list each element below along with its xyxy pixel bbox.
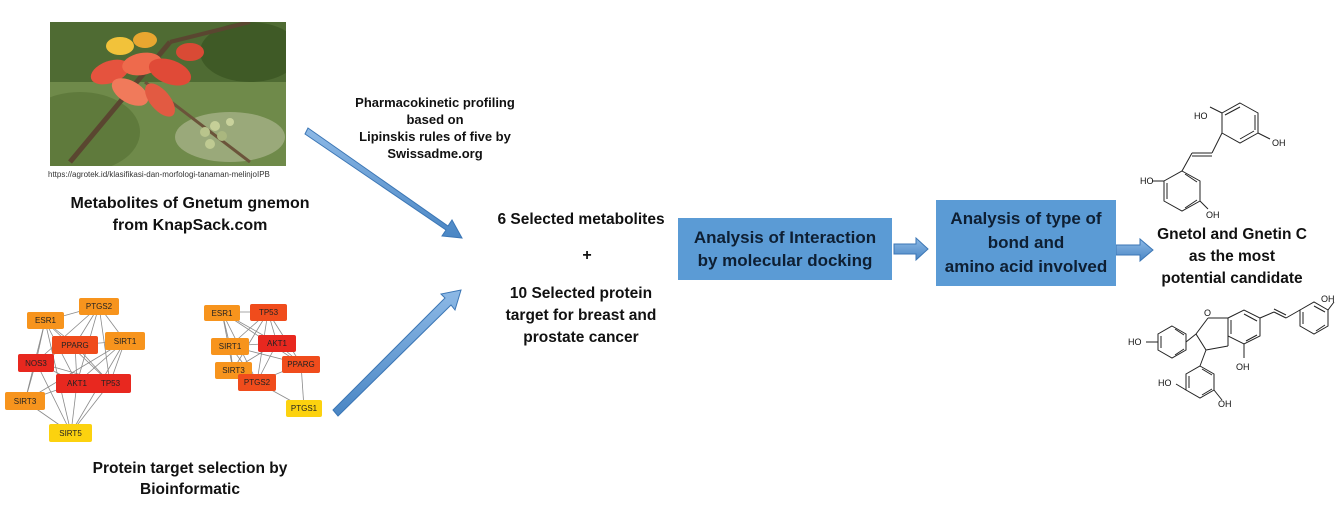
gnetin-c-structure: O OH HO OH HO OH [1128, 294, 1335, 408]
node-esr1: ESR1 [27, 312, 64, 329]
node-nos3: NOS3 [18, 354, 54, 372]
arrow-protein-to-selection [332, 289, 462, 417]
gnetol-label-oh-1: OH [1272, 138, 1286, 148]
node-ptgs2: PTGS2 [79, 298, 119, 315]
gnetol-label-ho-1: HO [1194, 111, 1208, 121]
result-candidates: Gnetol and Gnetin C as the most potentia… [1157, 226, 1307, 287]
gnetol-structure: HO OH HO OH [1140, 102, 1286, 220]
node-esr1-right: ESR1 [204, 305, 240, 321]
node-sirt5: SIRT5 [49, 424, 92, 442]
node-sirt1: SIRT1 [105, 332, 145, 350]
gnetin-c-label-ho-bottom: HO [1158, 378, 1172, 388]
node-pparg: PPARG [52, 336, 98, 354]
node-sirt3: SIRT3 [5, 392, 45, 410]
node-pparg-right: PPARG [282, 356, 320, 373]
gnetin-c-label-oh-mid: OH [1236, 362, 1250, 372]
node-ptgs2-right: PTGS2 [238, 374, 276, 391]
arrow-docking-to-bond [893, 236, 929, 262]
photo-source-url: https://agrotek.id/klasifikasi-dan-morfo… [48, 170, 270, 179]
node-tp53-right: TP53 [250, 304, 287, 321]
gnetin-c-label-oh-top: OH [1321, 294, 1335, 304]
gnetin-c-label-o: O [1204, 308, 1211, 318]
node-tp53: TP53 [90, 374, 131, 393]
arrow-bond-to-result [1115, 237, 1154, 263]
gnetum-gnemon-photo [50, 22, 286, 166]
node-akt1: AKT1 [56, 374, 98, 393]
gnetin-c-label-oh-bottom: OH [1218, 399, 1232, 408]
gnetin-c-label-ho-left: HO [1128, 337, 1142, 347]
step-bond-analysis: Analysis of type of bond and amino acid … [936, 200, 1116, 286]
node-akt1-right: AKT1 [258, 335, 296, 352]
pharmacokinetic-label: Pharmacokinetic profiling based on Lipin… [355, 95, 515, 161]
selected-protein-targets: 10 Selected protein target for breast an… [505, 285, 657, 346]
gnetol-label-oh-2: OH [1206, 210, 1220, 220]
node-sirt1-right: SIRT1 [211, 338, 249, 355]
step-interaction-docking: Analysis of Interaction by molecular doc… [678, 218, 892, 280]
arrow-metabolites-to-selection [304, 127, 463, 239]
protein-selection-title: Protein target selection by Bioinformati… [92, 460, 288, 498]
gnetol-label-ho-2: HO [1140, 176, 1154, 186]
plus-sign: + [582, 247, 592, 264]
selected-metabolites: 6 Selected metabolites [497, 211, 665, 228]
node-ptgs1-right: PTGS1 [286, 400, 322, 417]
metabolites-title: Metabolites of Gnetum gnemon from KnapSa… [70, 195, 310, 234]
